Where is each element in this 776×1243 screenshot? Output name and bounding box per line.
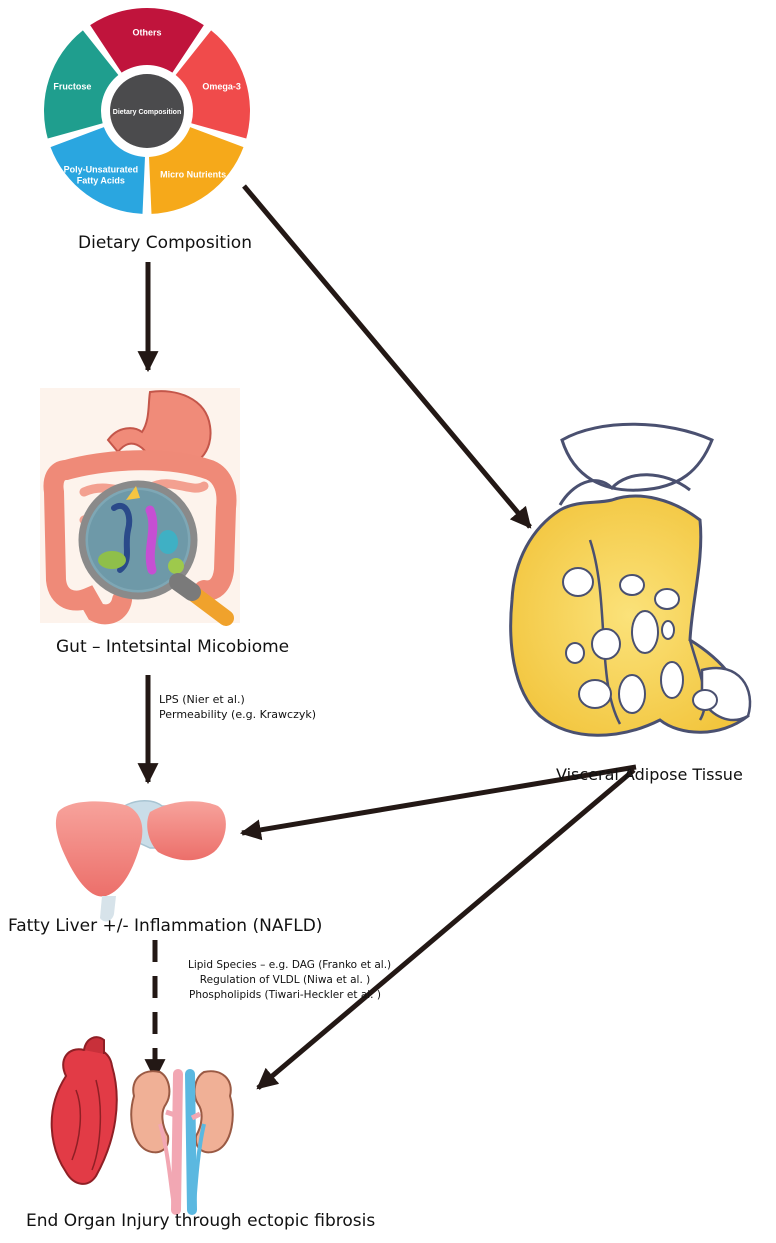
note-lipid-species: Lipid Species – e.g. DAG (Franko et al.) [188, 959, 392, 971]
visceral-adipose-caption: Visceral Adipose Tissue [556, 765, 743, 784]
wheel-segment-others [90, 8, 204, 73]
wheel-segment-label: Fructose [53, 82, 91, 92]
fatty-liver-caption: Fatty Liver +/- Inflammation (NAFLD) [8, 916, 323, 936]
wheel-segment-label: Omega-3 [202, 82, 241, 92]
note-vldl: Regulation of VLDL (Niwa et al. ) [199, 974, 371, 986]
wheel-segment-micro-nutrients [149, 127, 244, 214]
arrow-diet-to-adipose [242, 184, 532, 529]
note-permeability: Permeability (e.g. Krawczyk) [159, 708, 317, 721]
liver-to-organ-notes: Lipid Species – e.g. DAG (Franko et al.)… [188, 958, 392, 1003]
wheel-segment-label: Fatty Acids [77, 176, 125, 186]
wheel-segment-fructose [44, 30, 119, 139]
wheel-segment-label: Micro Nutrients [160, 170, 226, 180]
wheel-segment-omega-3 [175, 30, 250, 139]
gut-to-liver-notes: LPS (Nier et al.) Permeability (e.g. Kra… [159, 692, 316, 722]
visceral-adipose-illustration [509, 422, 752, 737]
gut-microbiome-caption: Gut – Intetsintal Micobiome [56, 637, 290, 657]
liver-illustration [55, 799, 226, 922]
dietary-composition-caption: Dietary Composition [78, 233, 252, 253]
end-organ-injury-caption: End Organ Injury through ectopic fibrosi… [26, 1211, 376, 1231]
wheel-segment-poly-unsaturated [50, 127, 145, 214]
arrows [137, 184, 637, 1090]
arrow-adipose-to-organ [256, 768, 636, 1090]
wheel-segment-label: Others [132, 28, 161, 38]
note-lps: LPS (Nier et al.) [159, 693, 245, 706]
wheel-center [110, 74, 184, 148]
arrow-adipose-to-liver [239, 764, 637, 841]
gut-microbiome-illustration [40, 388, 240, 626]
end-organs-illustration [50, 1036, 234, 1215]
note-phospholipids: Phospholipids (Tiwari-Heckler et al. ) [189, 989, 381, 1001]
wheel-segment-label: Poly-Unsaturated [64, 165, 139, 175]
wheel-center-label: Dietary Composition [113, 109, 181, 116]
